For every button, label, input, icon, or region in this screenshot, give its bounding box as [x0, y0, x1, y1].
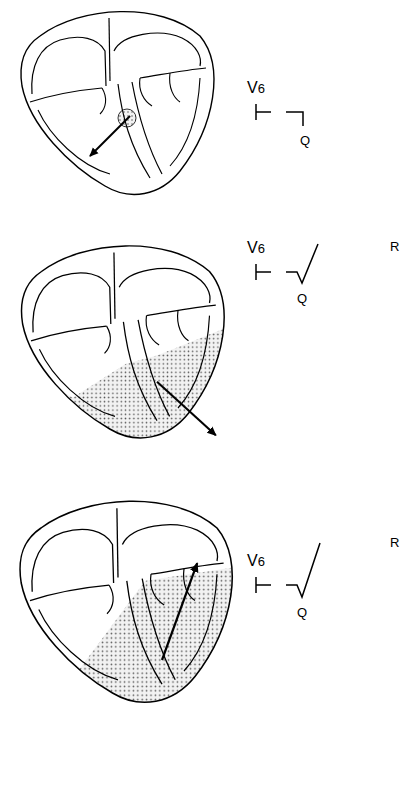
lead-label: V6 — [247, 80, 265, 96]
wave-label: R — [390, 240, 399, 253]
wave-label: Q — [300, 134, 310, 147]
wave-label: Q — [297, 606, 307, 619]
wave-label: Q — [297, 292, 307, 305]
wave-label: R — [390, 536, 399, 549]
ecg-trace — [256, 104, 320, 597]
lead-label: V6 — [247, 240, 265, 256]
lead-label: V6 — [247, 553, 265, 569]
